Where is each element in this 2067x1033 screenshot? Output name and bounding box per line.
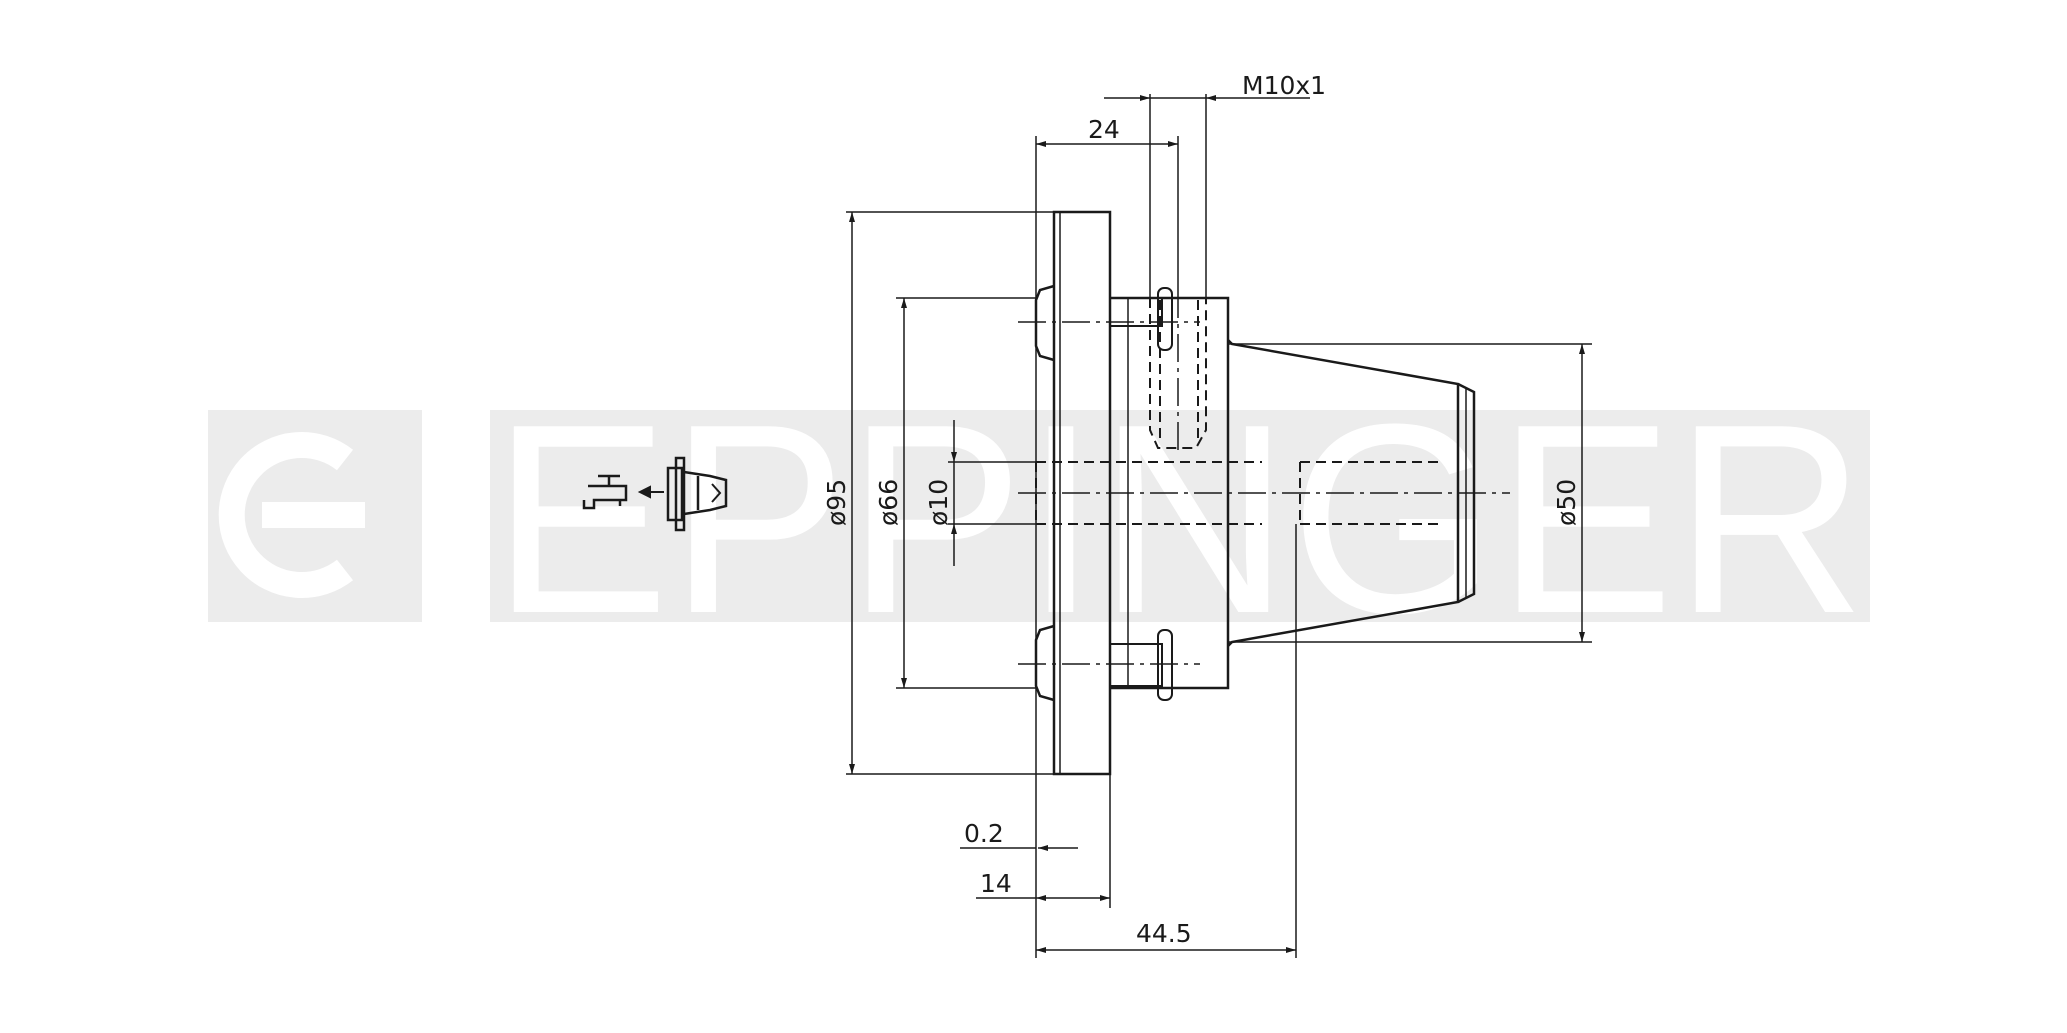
watermark-text-box: [490, 410, 1870, 622]
dim-dia50-label: ø50: [1552, 479, 1581, 526]
dim-dia66-label: ø66: [874, 479, 903, 526]
flow-arrow-icon: [637, 485, 664, 499]
dim-0-2-label: 0.2: [964, 819, 1004, 848]
dim-14-label: 14: [980, 869, 1012, 898]
dim-24-label: 24: [1088, 115, 1120, 144]
dim-thread-label: M10x1: [1242, 71, 1326, 100]
bolt-top: [1109, 297, 1163, 327]
dimension-lines: [849, 95, 1585, 953]
watermark-brand: EPPINGER: [492, 369, 1866, 670]
watermark-logo-icon: [218, 432, 365, 598]
center-lines: [1018, 290, 1510, 665]
bolt-bottom: [1109, 643, 1163, 687]
dim-44-5-label: 44.5: [1136, 919, 1192, 948]
collet-holder-icon: [666, 456, 728, 532]
coolant-tap-icon: [582, 474, 628, 510]
watermark: EPPINGER: [208, 369, 1870, 670]
dimension-labels: M10x1 24 ø95 ø66 ø10 ø50 0.2 14 44.5: [822, 71, 1581, 948]
face-recess-top: [1034, 284, 1055, 362]
dim-dia95-label: ø95: [822, 479, 851, 526]
extension-lines: [846, 94, 1592, 958]
dim-dia10-label: ø10: [924, 479, 953, 526]
